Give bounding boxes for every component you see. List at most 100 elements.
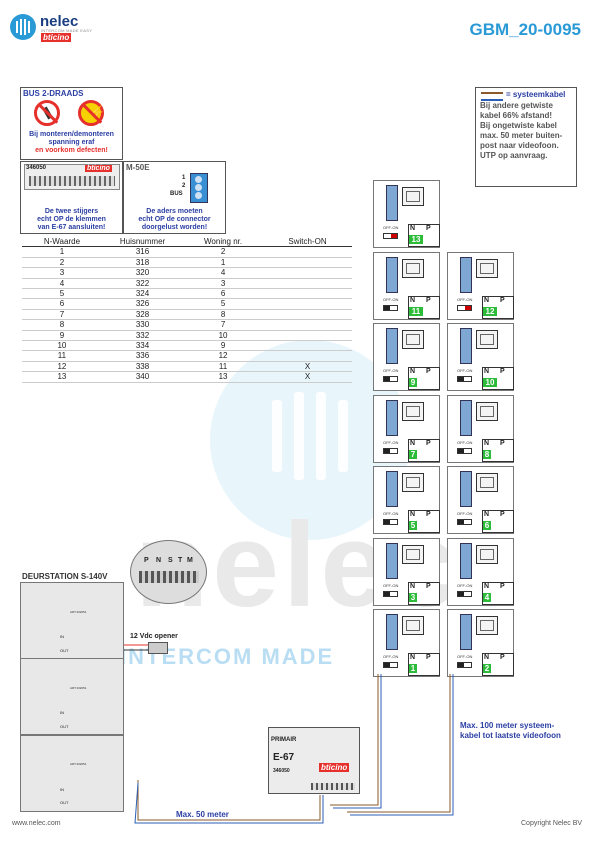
p-label: P (500, 296, 505, 304)
footer-copyright: Copyright Nelec BV (521, 820, 583, 827)
table-cell: 10 (183, 330, 263, 342)
e67-terminal-image: 346050 bticino (24, 164, 120, 190)
n-label: N (484, 654, 490, 661)
zoom-label-p: P (144, 557, 149, 564)
table-cell (262, 257, 352, 269)
warning-box: BUS 2-DRAADS ⚡ Bij monteren/demonteren s… (20, 87, 123, 160)
table-cell: 8 (183, 309, 263, 321)
switch-on-toggle (457, 519, 472, 525)
p-label: P (500, 582, 505, 590)
zoom-label-t: T (178, 557, 183, 564)
table-cell: 13 (183, 371, 263, 383)
switch-on-toggle (457, 376, 472, 382)
cable-label-max100-line-1: Max. 100 meter systeem- (460, 721, 555, 730)
connector-note-line-2: echt OP de klemmen (37, 216, 106, 223)
monitor-screen-icon (402, 544, 424, 564)
table-cell (262, 350, 352, 362)
table-cell: 1 (22, 246, 102, 258)
n-label: N (410, 368, 416, 375)
system-cable-legend: = systeemkabel (506, 90, 566, 99)
table-cell: X (262, 361, 352, 373)
table-cell: 10 (22, 340, 102, 352)
switch-label: OFF-ON (457, 582, 473, 588)
switch-on-toggle (383, 304, 398, 311)
n-label: N (410, 654, 416, 661)
monitor-screen-icon (476, 544, 498, 564)
switch-on-toggle (383, 376, 398, 382)
table-cell: 330 (101, 319, 184, 331)
switch-on-toggle (383, 662, 398, 668)
p-label: P (426, 511, 431, 518)
e67-brand: bticino (319, 763, 350, 772)
door-station-module-middle (20, 658, 124, 735)
p-label: P (500, 439, 505, 447)
table-header-n-value: N-Waarde (22, 237, 102, 248)
m50e-connector-image (190, 173, 208, 203)
n-label: N (410, 511, 416, 518)
numbering-table: N-Waarde Huisnummer Woning nr. Switch-ON… (22, 237, 352, 383)
n-value-badge: 11 (409, 306, 423, 316)
p-label: P (426, 368, 431, 375)
monitor-screen-icon (402, 473, 424, 492)
n-value-badge: 9 (409, 378, 417, 387)
m50e-line-1: De aders moeten (146, 208, 203, 215)
cable-note-line-5: post naar videofoon. (480, 141, 559, 150)
p-label: P (426, 654, 431, 661)
table-cell: 4 (183, 267, 263, 279)
m50e-pin-bus: BUS (170, 191, 183, 197)
m50e-connector-icon (460, 256, 472, 293)
n-label: N (410, 582, 416, 590)
monitor-screen-icon (476, 401, 498, 421)
m50e-connector-icon (386, 256, 398, 293)
n-label: N (410, 296, 416, 304)
table-cell: 322 (101, 278, 184, 290)
out-label-middle: OUT (60, 724, 69, 729)
table-cell: 328 (101, 309, 184, 321)
cable-note-box: = systeemkabel Bij andere getwiste kabel… (475, 87, 577, 187)
p-label: P (500, 368, 505, 375)
n-value-badge: 3 (409, 592, 417, 602)
warning-title: BUS 2-DRAADS (23, 89, 84, 98)
monitor-screen-icon (402, 330, 424, 349)
zoom-label-s: S (168, 557, 173, 564)
door-opener (148, 642, 168, 654)
table-cell: 318 (101, 257, 184, 269)
warning-line-2: spanning eraf (48, 139, 95, 146)
m50e-line-3: doorgelust worden! (141, 224, 208, 231)
e67-header: PRIMAIR (271, 737, 297, 743)
table-cell: 1 (183, 257, 263, 269)
table-cell: 4 (22, 278, 102, 290)
monitor-screen-icon (402, 401, 424, 421)
cable-note-line-4: max. 50 meter buiten- (480, 131, 563, 140)
cable-label-max100-line-2: kabel tot laatste videofoon (460, 731, 561, 740)
module-code-middle: ART.332051 (70, 686, 87, 690)
table-cell: 340 (101, 371, 184, 383)
switch-on-toggle (457, 447, 472, 454)
p-label: P (500, 654, 505, 661)
table-cell (262, 319, 352, 331)
zoom-label-n: N (156, 557, 162, 564)
monitor-screen-icon (402, 616, 424, 635)
footer-website[interactable]: www.nelec.com (12, 820, 61, 827)
n-value-badge: 8 (483, 449, 491, 459)
